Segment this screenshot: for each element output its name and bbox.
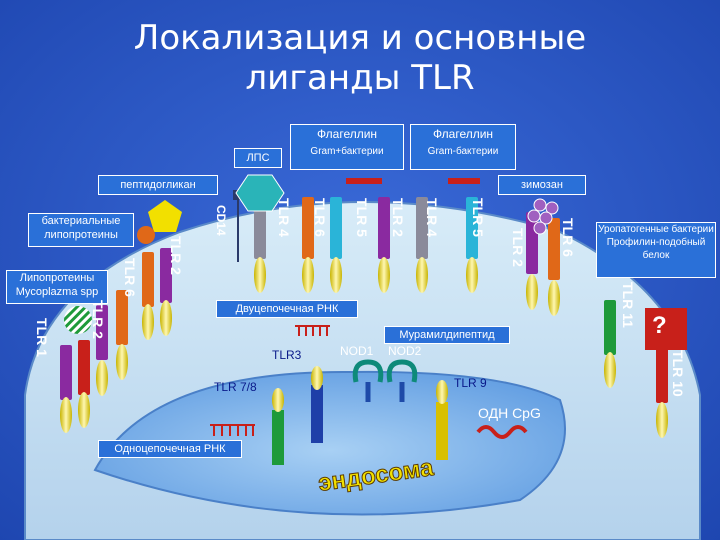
tlr6-label-b: TLR 6 xyxy=(312,198,328,237)
dsrna-comb xyxy=(295,325,330,336)
tlr3-receptor xyxy=(311,385,323,443)
tlr11-label: TLR 11 xyxy=(620,282,636,328)
ssrna-comb xyxy=(210,424,255,436)
peptidoglycan-label: пептидогликан xyxy=(98,175,218,195)
tlr7-receptor xyxy=(272,410,284,465)
tlr6-receptor-c xyxy=(548,218,560,280)
tlr6-receptor-a-top xyxy=(160,248,172,303)
tlr78-label: TLR 7/8 xyxy=(214,380,257,394)
tlr5-label-b: TLR 5 xyxy=(470,198,486,237)
tlr9-label: TLR 9 xyxy=(454,376,487,390)
cpg-label: ОДН CpG xyxy=(478,405,541,421)
tlr4-label-b: TLR 4 xyxy=(424,198,440,237)
peptidoglycan-hexagon xyxy=(235,174,285,212)
tlr2-label-d: TLR 2 xyxy=(510,228,526,267)
title-line-1: Локализация и основные xyxy=(133,18,587,58)
mycoplasma-striped-circle xyxy=(64,306,92,334)
tlr1-label: TLR 1 xyxy=(34,318,50,357)
tlr11-receptor xyxy=(604,300,616,355)
bacterial-lipoproteins-label: бактериальные липопротеины xyxy=(28,213,134,247)
tlr4-receptor-a xyxy=(254,197,266,259)
tlr2-label-c: TLR 2 xyxy=(390,198,406,237)
zymosan-grapes xyxy=(527,198,559,235)
title-line-2: лиганды TLR xyxy=(245,58,475,98)
muramyl-label: Мурамилдипептид xyxy=(384,326,510,344)
flagellin-gram-minus-box: Флагеллин Gram-бактерии xyxy=(410,124,516,170)
gram-minus-label: Gram-бактерии xyxy=(427,146,499,157)
uropathogenic-label: Уропатогенные бактерии Профилин-подобный… xyxy=(596,222,716,278)
tlr2-receptor-a xyxy=(96,305,108,360)
tlr10-label: TLR 10 xyxy=(670,350,686,397)
tlr2-receptor-c xyxy=(378,197,390,259)
tlr2-receptor-b xyxy=(142,252,154,307)
tlr2-receptor-a2 xyxy=(60,345,72,400)
tlr9-receptor xyxy=(436,402,448,460)
dsrna-label: Двуцепочечная РНК xyxy=(216,300,358,318)
tlr4-receptor-b xyxy=(416,197,428,259)
cd14-label: CD14 xyxy=(214,205,228,236)
tlr5-receptor-b xyxy=(466,197,478,259)
tlr3-oval xyxy=(311,366,323,390)
ssrna-label: Одноцепочечная РНК xyxy=(98,440,242,458)
tlr9-oval xyxy=(436,380,448,404)
tlr6-receptor-b xyxy=(302,197,314,259)
nod1-label: NOD1 xyxy=(340,344,374,358)
nod2-label: NOD2 xyxy=(388,344,422,358)
lipoprotein-circle xyxy=(137,226,155,244)
tlr1-receptor xyxy=(78,340,90,395)
lipoprotein-pentagon xyxy=(148,200,182,232)
flagellin-bar-1 xyxy=(346,178,382,184)
gram-plus-label: Gram+бактерии xyxy=(310,146,384,157)
flagellin-minus-label: Флагеллин xyxy=(432,127,494,141)
tlr6-label-c: TLR 6 xyxy=(560,218,576,257)
question-mark: ? xyxy=(652,312,667,339)
tlr2-label-b: TLR 2 xyxy=(168,236,184,275)
tlr7-oval xyxy=(272,388,284,412)
tlr5-label-a: TLR 5 xyxy=(354,198,370,237)
lps-label: ЛПС xyxy=(234,148,282,168)
tlr3-label: TLR3 xyxy=(272,348,302,362)
flagellin-bar-2 xyxy=(448,178,480,184)
membrane-ovals xyxy=(60,257,668,438)
mycoplasma-lipoproteins-label: Липопротеины Mycoplazma spp xyxy=(6,270,108,304)
tlr5-receptor-a xyxy=(330,197,342,259)
zymosan-label: зимозан xyxy=(498,175,586,195)
tlr10-receptor xyxy=(656,348,668,403)
cpg-squiggle xyxy=(476,425,528,439)
tlr2-label-a: TLR 2 xyxy=(90,300,106,339)
tlr6-label-a: TLR 6 xyxy=(122,258,138,297)
flagellin-plus-label: Флагеллин xyxy=(316,127,378,141)
tlr4-label-a: TLR 4 xyxy=(276,198,292,237)
tlr6-receptor-a xyxy=(116,290,128,345)
unknown-ligand-box xyxy=(645,308,687,350)
flagellin-gram-plus-box: Флагеллин Gram+бактерии xyxy=(290,124,404,170)
nod-receptors xyxy=(352,359,418,402)
